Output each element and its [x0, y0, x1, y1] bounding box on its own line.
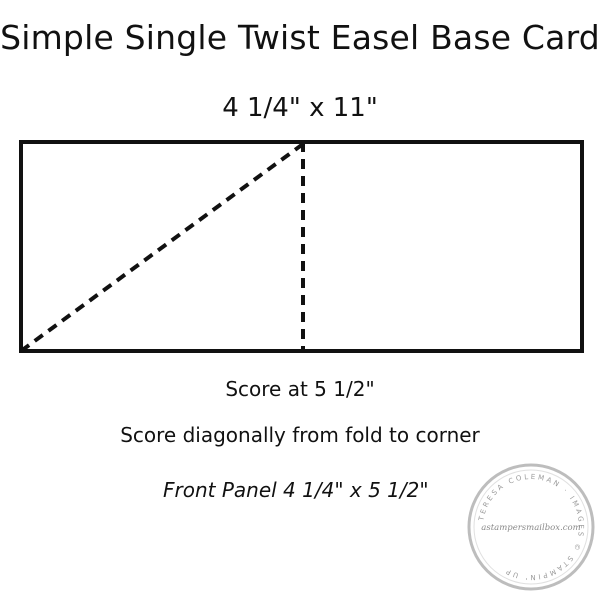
front-panel-note: Front Panel 4 1/4" x 5 1/2" [163, 478, 429, 502]
diagram-title: Simple Single Twist Easel Base Card [0, 18, 600, 57]
diagonal-score-note: Score diagonally from fold to corner [120, 423, 480, 447]
diagonal-score-line [19, 142, 305, 353]
card-dimensions-label: 4 1/4" x 11" [222, 93, 378, 123]
svg-text:astampersmailbox.com: astampersmailbox.com [481, 523, 580, 533]
watermark-seal: TERESA COLEMAN · IMAGES © STAMPIN' UP as… [467, 463, 595, 591]
score-position-note: Score at 5 1/2" [225, 377, 375, 401]
